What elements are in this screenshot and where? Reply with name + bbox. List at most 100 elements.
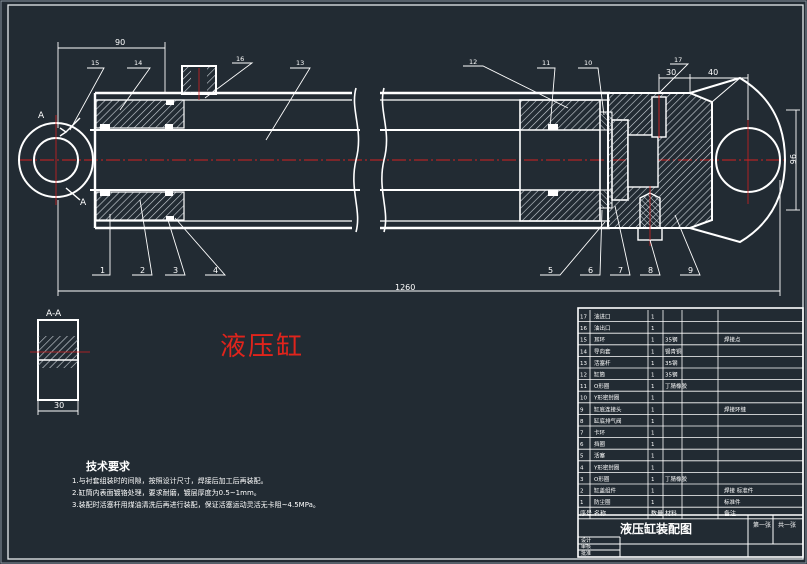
tech-requirement-line: 2.缸筒内表面镀铬处理，要求耐磨，镀层厚度为0.5~1mm。 — [72, 489, 261, 497]
bom-cell-material: 丁腈橡胶 — [665, 382, 688, 390]
bom-header-cell: 备注 — [724, 510, 736, 518]
bom-cell-note: 标准件 — [724, 498, 741, 506]
bom-cell-name: Y形密封圈 — [593, 394, 620, 402]
bom-cell-no: 7 — [580, 431, 584, 437]
title-block-text: 液压缸装配图 第一张 共一张 设计 审核 批准 — [581, 521, 796, 557]
bom-cell-material: 35钢 — [665, 371, 678, 379]
bom-cell-qty: 1 — [651, 361, 655, 367]
bom-cell-name: 缸底连接头 — [594, 405, 622, 413]
dim-96-text: 96 — [788, 154, 797, 164]
dim-96 — [786, 109, 800, 211]
dim-1260-text: 1260 — [395, 283, 415, 292]
bom-cell-qty: 1 — [651, 384, 655, 390]
balloon-8: 8 — [648, 266, 653, 275]
bom-header-cell: 材料 — [665, 510, 677, 518]
bom-cell-qty: 1 — [651, 407, 655, 413]
bom-cell-qty: 1 — [651, 419, 655, 425]
bom-cell-name: 油出口 — [594, 324, 611, 332]
bom-cell-name: 缸盖组件 — [594, 487, 617, 495]
drawing-title: 液压缸装配图 — [620, 521, 692, 536]
bom-cell-no: 6 — [580, 442, 584, 448]
bom-cell-no: 1 — [580, 500, 584, 506]
bom-cell-note: 焊接点 — [724, 336, 741, 344]
bom-cell-name: 防尘圈 — [594, 498, 611, 506]
bom-cell-no: 11 — [580, 384, 587, 390]
balloon-15: 15 — [91, 59, 99, 67]
gland-hatched — [95, 99, 185, 221]
bom-cell-no: 5 — [580, 454, 584, 460]
bom-cell-no: 10 — [580, 396, 587, 402]
bom-cell-no: 3 — [580, 477, 584, 483]
dimension-text: 90 30 40 1260 96 30 A-A A A — [38, 38, 797, 410]
balloon-17: 17 — [674, 56, 682, 64]
bom-cell-name: 活塞杆 — [594, 359, 611, 367]
dim-90 — [57, 42, 166, 128]
leaders-bottom — [92, 199, 701, 276]
sheet-border-inner — [7, 4, 804, 560]
balloon-6: 6 — [588, 266, 593, 275]
dim-90-text: 90 — [115, 38, 125, 47]
bom-cell-qty: 1 — [651, 396, 655, 402]
bom-cell-no: 16 — [580, 326, 587, 332]
sheet-total: 共一张 — [778, 521, 796, 529]
bom-cell-no: 14 — [580, 349, 587, 355]
balloon-10: 10 — [584, 59, 592, 67]
bom-cell-qty: 1 — [651, 431, 655, 437]
bom-cell-qty: 1 — [651, 315, 655, 321]
bom-cell-qty: 1 — [651, 465, 655, 471]
bom-cell-name: 活塞 — [594, 452, 606, 460]
bom-cell-name: 卡环 — [594, 429, 606, 437]
bom-cell-note: 焊接环缝 — [724, 405, 747, 413]
bom-cell-qty: 1 — [651, 489, 655, 495]
oil-port-top — [181, 65, 217, 100]
bom-cell-no: 12 — [580, 373, 587, 379]
bom-cell-qty: 1 — [651, 326, 655, 332]
sheet-number: 第一张 — [753, 521, 771, 529]
balloon-3: 3 — [173, 266, 178, 275]
bom-frame — [577, 307, 804, 558]
label-design: 设计 — [581, 537, 591, 544]
bom-cell-material: 丁腈橡胶 — [665, 475, 688, 483]
drawing-red-title: 液压缸 — [220, 332, 305, 362]
dim-1260 — [57, 180, 781, 296]
balloon-5: 5 — [548, 266, 553, 275]
piston-rod — [90, 129, 520, 191]
balloon-9: 9 — [688, 266, 693, 275]
bom-cell-qty: 1 — [651, 500, 655, 506]
dim-30-text: 30 — [666, 68, 676, 77]
bom-cell-name: 耳环 — [594, 337, 606, 344]
bom-header-cell: 数量 — [651, 510, 663, 518]
bom-cell-no: 17 — [580, 315, 587, 321]
bom-cell-note: 焊接 标准件 — [724, 487, 754, 495]
bom-cell-name: 导向套 — [594, 347, 611, 355]
tech-requirements-title: 技术要求 — [86, 460, 130, 473]
bom-cell-material: 35钢 — [665, 359, 678, 367]
break-line-left — [353, 87, 360, 233]
bom-cell-no: 15 — [580, 338, 587, 344]
section-mark-upper: A — [38, 111, 45, 121]
bom-cell-no: 2 — [580, 489, 584, 495]
bom-cell-qty: 1 — [651, 338, 655, 344]
bom-cell-qty: 1 — [651, 349, 655, 355]
tech-requirement-line: 1.与衬套组装时的间隙，按照设计尺寸，焊接后加工后再装配。 — [72, 477, 268, 485]
bom-cell-qty: 1 — [651, 477, 655, 483]
balloon-11: 11 — [542, 59, 550, 67]
dim-40-text: 40 — [708, 68, 718, 77]
section-label: A-A — [46, 309, 62, 319]
balloon-16: 16 — [236, 55, 244, 63]
balloon-2: 2 — [140, 266, 145, 275]
bom-cell-name: O形圈 — [594, 382, 610, 390]
balloon-13: 13 — [296, 59, 304, 67]
leaders-top — [69, 62, 690, 141]
bom-cell-name: 缸筒 — [594, 371, 606, 379]
bom-cell-qty: 1 — [651, 454, 655, 460]
bom-cell-material: 35钢 — [665, 336, 678, 344]
bom-cell-no: 4 — [580, 465, 584, 471]
bom-cell-no: 8 — [580, 419, 584, 425]
bom-cell-no: 9 — [580, 407, 584, 413]
bom-cell-name: 挡圈 — [594, 440, 606, 448]
